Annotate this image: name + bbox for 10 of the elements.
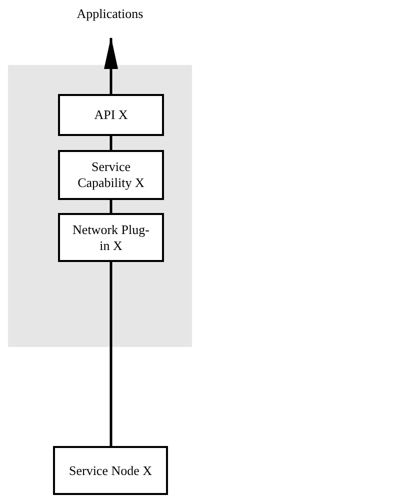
connector-line	[110, 200, 112, 213]
node-label: Applications	[40, 4, 180, 24]
arrow	[104, 37, 118, 94]
process-box: Network Plug-in X	[58, 213, 164, 262]
process-box: API X	[58, 94, 164, 136]
background-panel	[8, 65, 192, 347]
connector-line	[110, 136, 112, 150]
connector-line	[110, 262, 112, 446]
process-box: Service Capability X	[58, 150, 164, 200]
process-box: Service Node X	[53, 446, 168, 495]
